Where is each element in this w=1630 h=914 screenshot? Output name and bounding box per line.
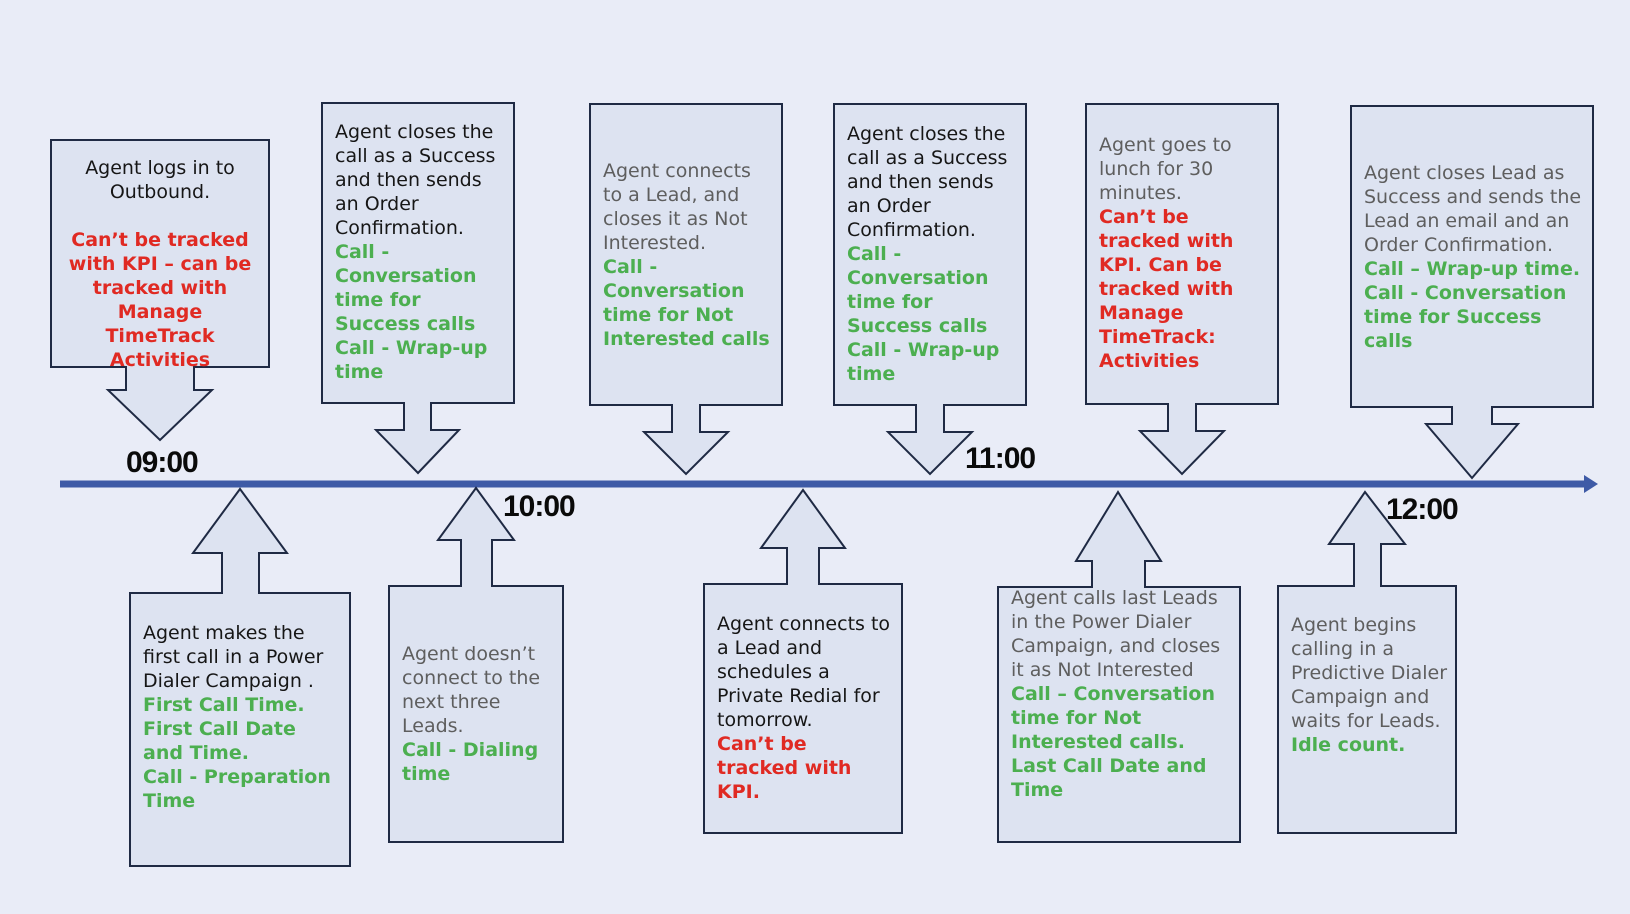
event-metric: Call - Conversation time for Success cal… <box>847 243 989 337</box>
callout-top-2-shape <box>321 102 515 475</box>
callout-bottom-4-shape <box>997 490 1241 843</box>
event-bottom-1: Agent makes the first call in a Power Di… <box>130 621 350 813</box>
timeline-arrowhead <box>1584 475 1598 493</box>
event-top-1: Agent logs in to Outbound. Can’t be trac… <box>56 156 264 372</box>
event-text: Agent doesn’t connect to the next three … <box>402 643 541 737</box>
callout-bottom-5-shape <box>1277 490 1457 834</box>
time-label-0900: 09:00 <box>126 446 199 479</box>
event-bottom-3: Agent connects to a Lead and schedules a… <box>704 612 902 804</box>
callout-bottom-3-shape <box>703 488 903 834</box>
event-top-6: Agent closes Lead as Success and sends t… <box>1351 161 1593 353</box>
event-text: Agent calls last Leads in the Power Dial… <box>1011 587 1221 681</box>
event-metric: Last Call Date and Time <box>1011 755 1207 801</box>
event-text: Agent logs in to Outbound. <box>85 157 235 203</box>
event-metric: Idle count. <box>1291 734 1406 756</box>
callout-bottom-1-shape <box>129 487 351 867</box>
event-red-note: Can’t be tracked with KPI. <box>717 733 852 803</box>
event-bottom-2: Agent doesn’t connect to the next three … <box>389 642 563 786</box>
event-metric: Call - Dialing time <box>402 739 539 785</box>
event-text: Agent closes the call as a Success and t… <box>847 123 1008 241</box>
event-text: Agent begins calling in a Predictive Dia… <box>1291 614 1448 732</box>
event-text: Agent closes Lead as Success and sends t… <box>1364 162 1582 256</box>
event-metric: Call - Conversation time for Not Interes… <box>603 256 770 350</box>
event-text: Agent connects to a Lead, and closes it … <box>603 160 751 254</box>
event-metric: Call - Conversation time for Success cal… <box>335 241 477 335</box>
event-top-4: Agent closes the call as a Success and t… <box>834 122 1026 386</box>
callout-top-1-shape <box>50 139 270 442</box>
event-text: Agent goes to lunch for 30 minutes. <box>1099 134 1232 204</box>
event-metric: First Call Date and Time. <box>143 718 296 764</box>
callout-top-5-shape <box>1085 103 1279 476</box>
event-top-3: Agent connects to a Lead, and closes it … <box>590 159 782 351</box>
event-text: Agent connects to a Lead and schedules a… <box>717 613 891 731</box>
callout-top-3-shape <box>589 103 783 476</box>
event-metric: Call - Preparation Time <box>143 766 331 812</box>
event-metric: Call - Conversation time for Success cal… <box>1364 282 1567 352</box>
event-text: Agent makes the first call in a Power Di… <box>143 622 324 692</box>
event-top-5: Agent goes to lunch for 30 minutes. Can’… <box>1086 133 1278 373</box>
event-red-note: Can’t be tracked with KPI – can be track… <box>68 229 252 371</box>
event-top-2: Agent closes the call as a Success and t… <box>322 120 514 384</box>
event-bottom-5: Agent begins calling in a Predictive Dia… <box>1278 613 1456 757</box>
event-metric: Call - Wrap-up time <box>335 337 488 383</box>
event-metric: Call – Conversation time for Not Interes… <box>1011 683 1215 753</box>
callout-bottom-2-shape <box>388 486 564 843</box>
event-red-note: Can’t be tracked with KPI. Can be tracke… <box>1099 206 1234 372</box>
time-label-1100: 11:00 <box>965 442 1036 475</box>
event-bottom-4: Agent calls last Leads in the Power Dial… <box>998 586 1240 802</box>
callout-top-6-shape <box>1350 105 1594 480</box>
event-metric: Call – Wrap-up time. <box>1364 258 1581 280</box>
time-label-1000: 10:00 <box>503 490 576 523</box>
time-label-1200: 12:00 <box>1386 493 1459 526</box>
callout-top-4-shape <box>833 103 1027 476</box>
event-metric: First Call Time. <box>143 694 305 716</box>
event-metric: Call - Wrap-up time <box>847 339 1000 385</box>
event-text: Agent closes the call as a Success and t… <box>335 121 496 239</box>
